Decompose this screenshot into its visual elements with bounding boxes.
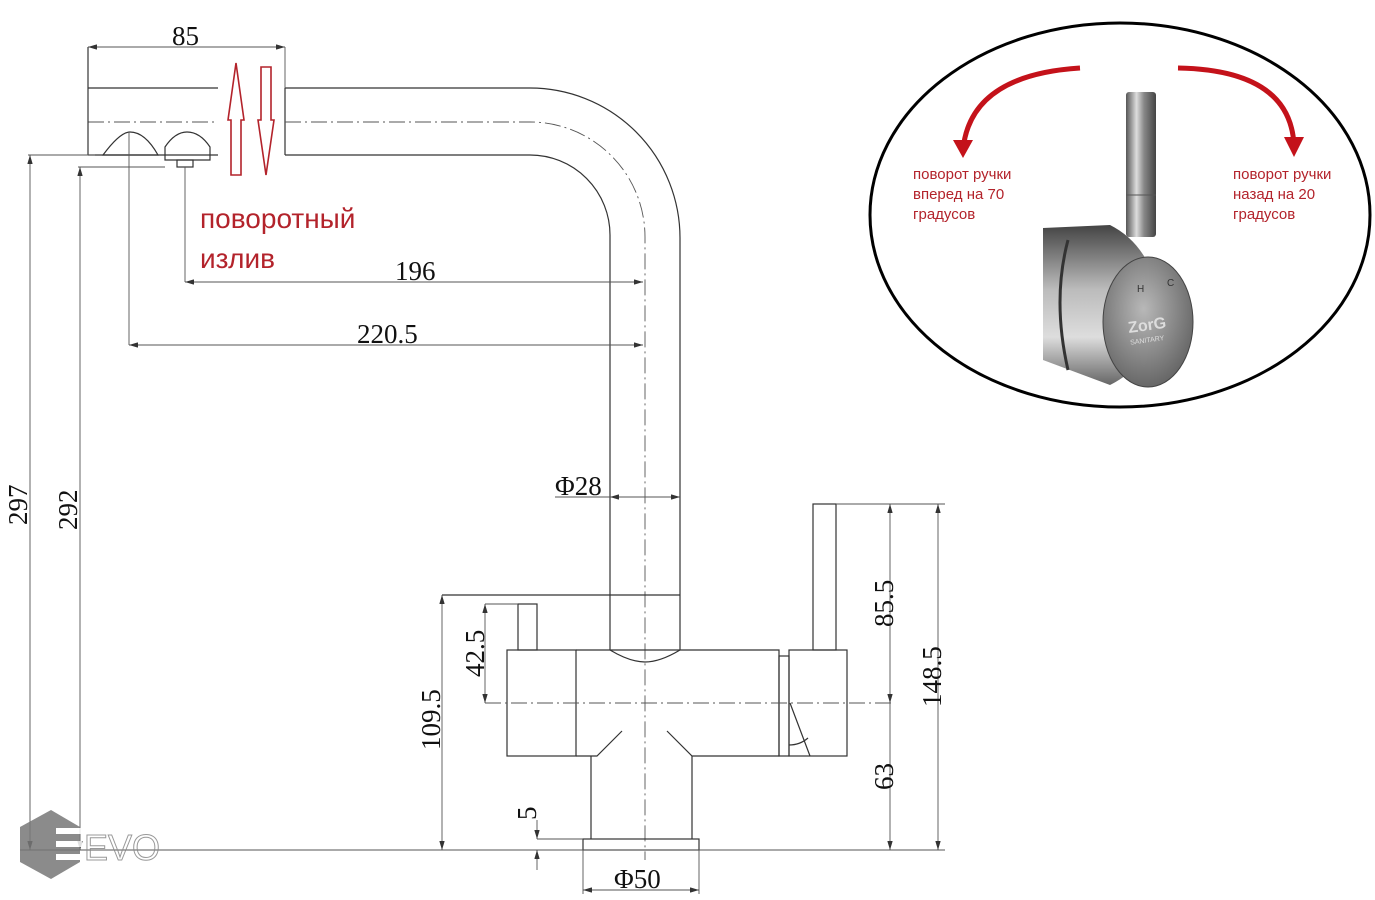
watermark-text: EVO — [84, 827, 160, 868]
dim-220-5: 220.5 — [357, 319, 418, 349]
right-note-2: назад на 20 — [1233, 186, 1315, 203]
dim-85-5: 85.5 — [869, 580, 899, 627]
dim-85: 85 — [172, 21, 199, 51]
dim-phi28: Φ28 — [555, 471, 602, 501]
left-note-3: градусов — [913, 206, 975, 223]
dim-292: 292 — [53, 490, 83, 531]
dim-phi50: Φ50 — [614, 864, 661, 894]
right-note-3: градусов — [1233, 206, 1295, 223]
dimension-lines — [20, 44, 945, 894]
rotate-back-arrow-icon — [1177, 65, 1297, 146]
dim-297: 297 — [3, 485, 33, 526]
dim-63: 63 — [869, 763, 899, 790]
rotate-forward-arrow-icon — [960, 65, 1081, 151]
left-note-2: вперед на 70 — [913, 186, 1004, 203]
left-note-1: поворот ручки — [913, 166, 1011, 183]
cap-letter-h: H — [1137, 284, 1144, 295]
dim-148-5: 148.5 — [917, 646, 947, 707]
evo-watermark-logo: EVO — [20, 810, 161, 879]
dim-5: 5 — [512, 807, 542, 821]
faucet-body — [442, 503, 895, 851]
brand-logo: ZorG — [1127, 315, 1167, 337]
annotation-line1: поворотный — [200, 203, 355, 234]
dim-42-5: 42.5 — [460, 630, 490, 677]
swivel-arrows-icon — [227, 62, 275, 176]
cap-letter-c: C — [1167, 278, 1174, 289]
annotation-line2: излив — [200, 243, 275, 274]
handle-callout: H C ZorG SANITARY — [868, 21, 1372, 409]
dim-196: 196 — [395, 256, 436, 286]
brand-sub: SANITARY — [1130, 335, 1165, 347]
dim-109-5: 109.5 — [416, 689, 446, 750]
spout — [87, 47, 681, 860]
right-note-1: поворот ручки — [1233, 166, 1331, 183]
